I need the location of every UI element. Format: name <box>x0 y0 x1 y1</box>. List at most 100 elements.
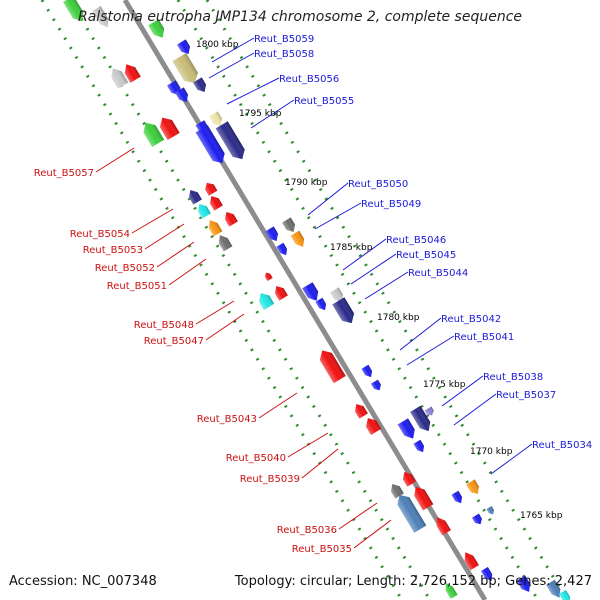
gene-feature[interactable] <box>92 5 112 30</box>
gene-feature[interactable] <box>411 484 434 511</box>
label-leader-line <box>364 271 409 300</box>
gene-feature[interactable] <box>263 271 273 281</box>
gene-feature[interactable] <box>442 581 458 599</box>
gene-feature[interactable] <box>276 242 289 257</box>
label-leader-line <box>350 253 397 285</box>
gene-label-reverse[interactable]: Reut_B5051 <box>107 281 167 292</box>
gene-label-reverse[interactable]: Reut_B5035 <box>292 544 352 555</box>
gene-feature[interactable] <box>370 379 383 393</box>
gene-feature[interactable] <box>186 187 202 205</box>
gene-feature[interactable] <box>433 515 451 536</box>
gene-feature[interactable] <box>265 226 281 243</box>
gene-feature[interactable] <box>480 566 495 583</box>
gene-label-forward[interactable]: Reut_B5042 <box>441 314 501 325</box>
gene-feature[interactable] <box>388 481 404 499</box>
gene-feature[interactable] <box>330 287 346 304</box>
gene-feature[interactable] <box>361 364 374 379</box>
gene-label-reverse[interactable]: Reut_B5036 <box>277 525 337 536</box>
label-leader-line <box>258 392 298 419</box>
gene-feature[interactable] <box>410 405 434 434</box>
gene-label-forward[interactable]: Reut_B5046 <box>386 235 446 246</box>
gene-label-reverse[interactable]: Reut_B5054 <box>70 229 130 240</box>
gene-feature[interactable] <box>424 406 436 418</box>
gene-feature[interactable] <box>282 217 298 234</box>
gene-label-forward[interactable]: Reut_B5038 <box>483 372 543 383</box>
kbp-tick-label: 1785 kbp <box>330 243 373 253</box>
gene-feature[interactable] <box>316 347 346 384</box>
gene-feature[interactable] <box>222 209 238 227</box>
gene-feature[interactable] <box>272 283 288 301</box>
gene-feature[interactable] <box>209 111 225 128</box>
gene-arrow-shade <box>516 575 531 592</box>
gene-feature[interactable] <box>207 193 223 211</box>
gene-feature[interactable] <box>451 490 464 505</box>
gene-label-forward[interactable]: Reut_B5056 <box>279 74 339 85</box>
gene-feature[interactable] <box>546 579 564 600</box>
gene-arrow-shade <box>366 418 382 435</box>
gene-label-reverse[interactable]: Reut_B5057 <box>34 168 94 179</box>
gene-feature[interactable] <box>216 233 233 252</box>
gene-label-forward[interactable]: Reut_B5045 <box>396 250 456 261</box>
label-leader-line <box>353 519 392 549</box>
gene-feature[interactable] <box>193 77 209 94</box>
gene-feature[interactable] <box>290 230 308 250</box>
gene-feature[interactable] <box>108 65 129 89</box>
gene-feature[interactable] <box>167 80 183 97</box>
gene-feature[interactable] <box>516 575 534 595</box>
gene-feature[interactable] <box>121 61 141 83</box>
gene-feature[interactable] <box>206 218 223 237</box>
gene-feature[interactable] <box>177 39 193 56</box>
gene-feature[interactable] <box>332 297 357 326</box>
gene-label-forward[interactable]: Reut_B5041 <box>454 332 514 343</box>
gene-feature[interactable] <box>413 439 426 454</box>
kbp-tick-label: 1795 kbp <box>239 109 282 119</box>
gene-feature[interactable] <box>195 201 211 219</box>
gene-feature[interactable] <box>175 87 191 104</box>
label-leader-line <box>314 202 362 230</box>
gene-feature[interactable] <box>63 0 87 24</box>
gene-label-reverse[interactable]: Reut_B5047 <box>144 336 204 347</box>
gene-arrow-shade <box>464 552 479 571</box>
gene-feature[interactable] <box>203 180 218 196</box>
gene-label-reverse[interactable]: Reut_B5048 <box>134 320 194 331</box>
gene-feature[interactable] <box>172 53 201 87</box>
gene-label-reverse[interactable]: Reut_B5040 <box>226 453 286 464</box>
gene-arrow-shade <box>111 68 129 89</box>
kbp-tick-label: 1765 kbp <box>520 511 563 521</box>
gene-feature[interactable] <box>156 114 180 141</box>
gene-arrow-shade <box>188 189 202 205</box>
kbp-tick-label: 1770 kbp <box>470 447 513 457</box>
gene-feature[interactable] <box>466 479 482 496</box>
gene-feature[interactable] <box>302 282 322 304</box>
gene-feature[interactable] <box>215 121 249 163</box>
gene-feature[interactable] <box>363 415 382 435</box>
gene-label-reverse[interactable]: Reut_B5053 <box>83 245 143 256</box>
gene-feature[interactable] <box>140 119 165 147</box>
gene-feature[interactable] <box>195 125 229 167</box>
gene-feature[interactable] <box>461 550 479 571</box>
gene-feature[interactable] <box>148 19 168 41</box>
gene-label-forward[interactable]: Reut_B5034 <box>532 440 592 451</box>
gene-label-forward[interactable]: Reut_B5050 <box>348 179 408 190</box>
gene-label-reverse[interactable]: Reut_B5039 <box>240 474 300 485</box>
label-leader-line <box>226 77 280 105</box>
gene-label-forward[interactable]: Reut_B5058 <box>254 49 314 60</box>
gene-label-forward[interactable]: Reut_B5049 <box>361 199 421 210</box>
gene-label-forward[interactable]: Reut_B5059 <box>254 34 314 45</box>
kbp-tick-label: 1775 kbp <box>423 380 466 390</box>
gene-feature[interactable] <box>394 491 427 533</box>
gene-label-reverse[interactable]: Reut_B5052 <box>95 263 155 274</box>
gene-feature[interactable] <box>352 401 368 419</box>
gene-feature[interactable] <box>400 469 416 487</box>
gene-feature[interactable] <box>471 513 484 527</box>
gene-feature[interactable] <box>315 297 328 312</box>
gene-label-reverse[interactable]: Reut_B5043 <box>197 414 257 425</box>
gene-label-forward[interactable]: Reut_B5037 <box>496 390 556 401</box>
gene-label-forward[interactable]: Reut_B5055 <box>294 96 354 107</box>
gene-feature[interactable] <box>256 290 275 310</box>
gene-feature[interactable] <box>397 418 419 441</box>
gene-label-forward[interactable]: Reut_B5044 <box>408 268 468 279</box>
gene-feature[interactable] <box>558 589 573 600</box>
gene-feature[interactable] <box>486 506 495 516</box>
